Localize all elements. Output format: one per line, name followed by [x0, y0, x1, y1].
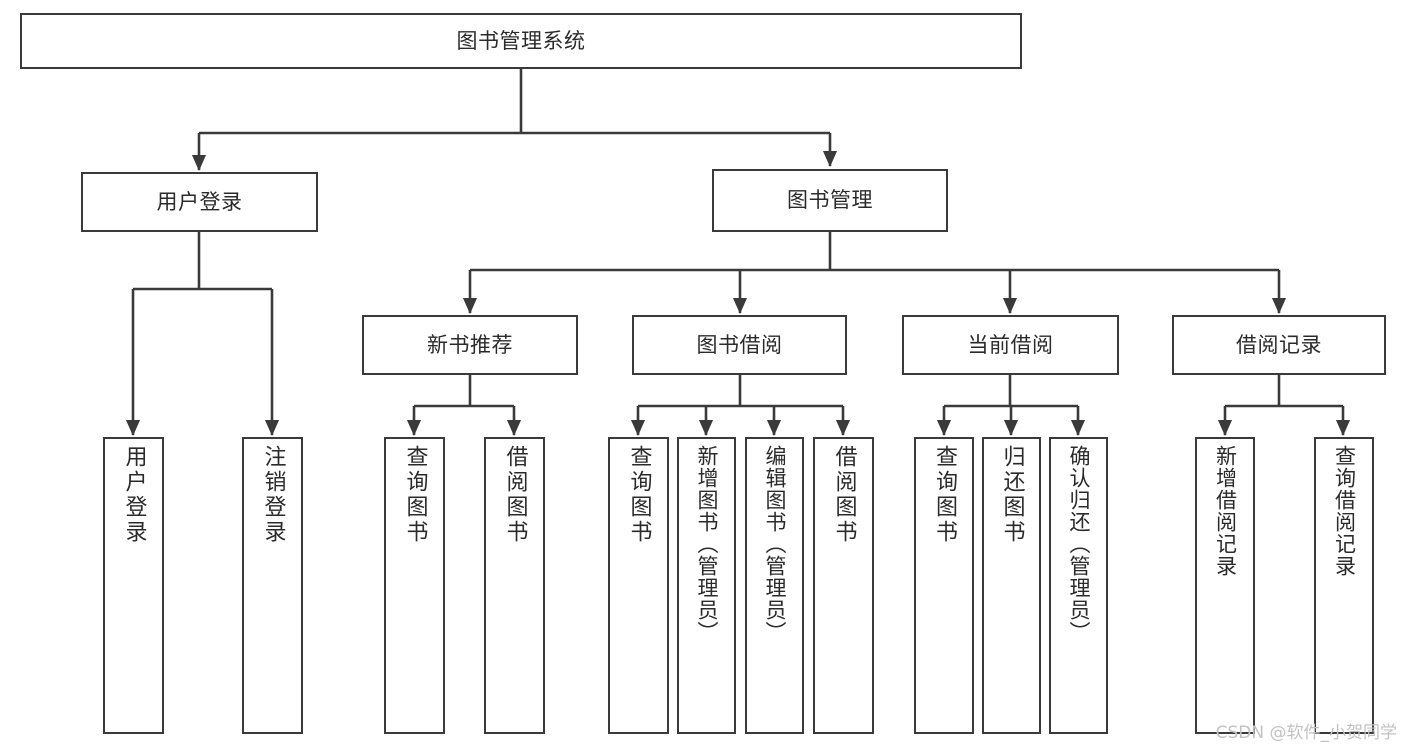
node-leaf-query-record[interactable]: 查询借阅记录 — [1314, 437, 1374, 734]
node-book-manage-label: 图书管理 — [787, 188, 873, 213]
node-leaf-query-book-3[interactable]: 查询图书 — [914, 437, 974, 734]
node-new-book-recommend-label: 新书推荐 — [427, 332, 513, 357]
node-leaf-user-login-label: 用户登录 — [121, 445, 147, 545]
node-leaf-borrow-book-1-label: 借阅图书 — [502, 445, 528, 545]
node-leaf-query-book-2[interactable]: 查询图书 — [608, 437, 669, 734]
node-leaf-borrow-book-1[interactable]: 借阅图书 — [484, 437, 545, 734]
node-book-manage[interactable]: 图书管理 — [712, 169, 948, 232]
node-leaf-return-book[interactable]: 归还图书 — [982, 437, 1041, 734]
node-leaf-edit-book-label: 编辑图书（管理员） — [763, 445, 787, 643]
node-leaf-add-record[interactable]: 新增借阅记录 — [1195, 437, 1255, 734]
node-leaf-borrow-book-2[interactable]: 借阅图书 — [813, 437, 874, 734]
node-leaf-return-book-label: 归还图书 — [999, 445, 1025, 545]
node-leaf-query-book-1[interactable]: 查询图书 — [384, 437, 445, 734]
node-leaf-query-record-label: 查询借阅记录 — [1332, 445, 1357, 577]
node-new-book-recommend[interactable]: 新书推荐 — [362, 315, 578, 375]
node-leaf-add-book-label: 新增图书（管理员） — [695, 445, 719, 643]
node-leaf-borrow-book-2-label: 借阅图书 — [831, 445, 857, 545]
node-leaf-user-logout[interactable]: 注销登录 — [242, 437, 303, 734]
node-leaf-add-book[interactable]: 新增图书（管理员） — [677, 437, 736, 734]
node-leaf-query-book-3-label: 查询图书 — [932, 445, 957, 545]
node-leaf-user-logout-label: 注销登录 — [260, 445, 286, 545]
node-leaf-confirm-return[interactable]: 确认归还（管理员） — [1049, 437, 1108, 734]
node-leaf-edit-book[interactable]: 编辑图书（管理员） — [745, 437, 804, 734]
node-root[interactable]: 图书管理系统 — [20, 13, 1022, 69]
node-current-borrow-label: 当前借阅 — [967, 332, 1054, 357]
node-book-borrow-label: 图书借阅 — [696, 332, 783, 357]
node-leaf-user-login[interactable]: 用户登录 — [103, 437, 164, 734]
node-leaf-query-book-2-label: 查询图书 — [626, 445, 652, 545]
node-root-label: 图书管理系统 — [456, 28, 586, 53]
node-borrow-record-label: 借阅记录 — [1236, 332, 1322, 357]
node-leaf-confirm-return-label: 确认归还（管理员） — [1067, 445, 1091, 643]
node-book-borrow[interactable]: 图书借阅 — [632, 315, 847, 375]
node-user-login[interactable]: 用户登录 — [81, 172, 318, 232]
node-borrow-record[interactable]: 借阅记录 — [1172, 315, 1386, 375]
node-leaf-add-record-label: 新增借阅记录 — [1213, 445, 1238, 577]
node-user-login-label: 用户登录 — [156, 189, 243, 214]
node-leaf-query-book-1-label: 查询图书 — [402, 445, 428, 545]
node-current-borrow[interactable]: 当前借阅 — [902, 315, 1119, 375]
